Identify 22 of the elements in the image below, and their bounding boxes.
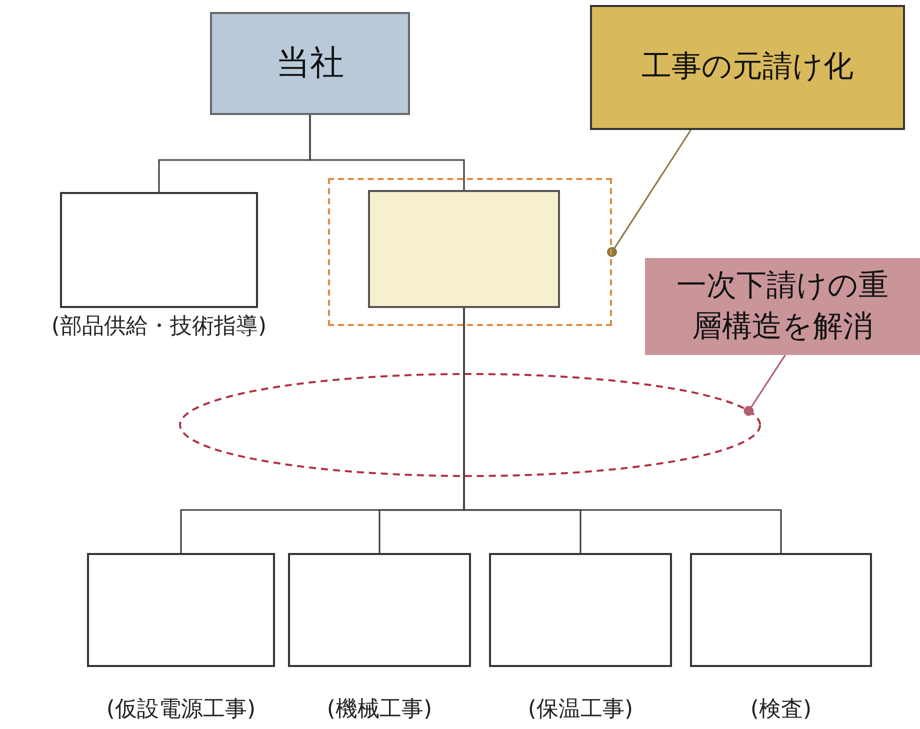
node-caption: (機械工事): [326, 697, 432, 724]
connector-line: [309, 115, 465, 190]
box-text: 工事の元請け化: [642, 48, 854, 86]
company-box: [288, 553, 471, 667]
node-caption: (検査): [750, 697, 812, 724]
dashed-frame: [328, 178, 612, 326]
node-caption: (保温工事): [528, 697, 634, 724]
company-box: [489, 553, 672, 667]
node-caption: (部品供給・技術指導): [51, 314, 267, 340]
callout-box: [645, 258, 920, 355]
callout-box: [590, 5, 905, 130]
box-text: 当社: [276, 42, 344, 85]
node-caption: (仮設電源工事): [106, 697, 256, 724]
leader-line: [744, 354, 786, 416]
connector-line: [463, 308, 782, 553]
leader-line: [607, 130, 692, 257]
company-box: [368, 190, 560, 308]
company-box: [60, 192, 258, 308]
company-box: [87, 553, 275, 667]
box-text: 一次下請けの重層構造を解消: [676, 267, 890, 346]
company-box: [690, 553, 872, 667]
company-box: [210, 12, 410, 115]
